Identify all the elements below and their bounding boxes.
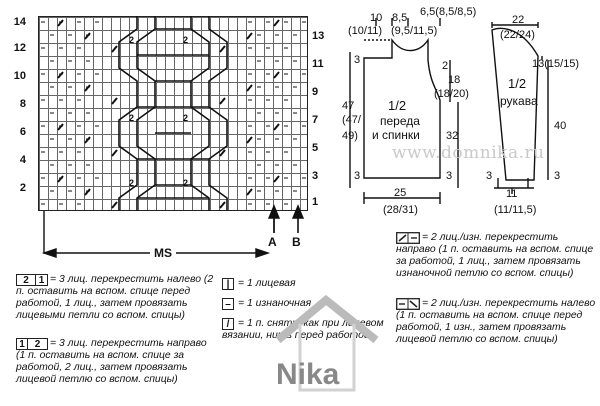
sleeve-length-label: 40: [554, 120, 567, 132]
row-number-4: 4: [19, 154, 26, 166]
purl-symbol: –: [222, 298, 234, 310]
knit-text: = 1 лицевая: [238, 278, 296, 289]
shoulder-width-alt-label: (9,5/11,5): [391, 25, 438, 37]
cable-mark: 2: [183, 35, 189, 45]
hem-right-label: 3: [446, 170, 453, 182]
row-number-12: 12: [13, 42, 26, 54]
sleeve-bottom-width-label: 11: [506, 188, 518, 200]
cross-right-2-symbol: [396, 232, 420, 244]
cable-mark: 2: [183, 178, 189, 188]
shoulder-width-label: 8,5: [392, 12, 408, 24]
knit-symbol: |: [222, 278, 234, 290]
sleeve-outline: [491, 22, 549, 194]
cross-left-3-cell-b: 1: [36, 274, 48, 286]
row-number-1: 1: [312, 196, 319, 208]
row-number-8: 8: [19, 98, 26, 110]
armhole-label: 18: [448, 74, 461, 86]
row-number-13: 13: [312, 30, 325, 42]
cable-mark: 2: [183, 113, 189, 123]
sleeve-top-width-alt-label: (22/24): [500, 29, 535, 41]
legend-knit: | = 1 лицевая: [222, 278, 392, 292]
neck-width-label: 10: [370, 12, 383, 24]
sleeve-top-width-label: 22: [512, 14, 525, 26]
shoulder-right-label: 6,5(8,5/8,5): [420, 6, 477, 18]
legend-slip: / = 1 п. снять, как при лицевом вязании,…: [222, 318, 394, 348]
cable-mark: 2: [129, 113, 135, 123]
cable-mark: 2: [129, 35, 135, 45]
hem-left-label: 3: [354, 170, 361, 182]
shoulder-drop-label: 2: [442, 60, 449, 72]
neck-width-alt-label: (10/11): [348, 25, 383, 37]
front-back-outline: [349, 18, 459, 204]
front-back-schematic: 10 8,5 6,5(8,5/8,5) (10/11) (9,5/11,5) 3…: [340, 0, 476, 230]
stitch-grid: [38, 16, 308, 211]
front-back-title-3: и спинки: [372, 128, 420, 142]
cable-mark: 2: [129, 178, 135, 188]
row-number-10: 10: [13, 70, 26, 82]
nika-logo-house-icon: [275, 294, 379, 392]
repeat-bracket: [41, 204, 305, 258]
row-number-9: 9: [312, 86, 319, 98]
row-number-7: 7: [312, 114, 319, 126]
sleeve-cuff-right-label: 3: [554, 170, 561, 182]
sleeve-bottom-width-alt-label: (11/11,5): [494, 204, 537, 216]
marker-a: A: [268, 235, 277, 249]
front-back-title-1: 1/2: [388, 98, 407, 113]
length-alt-label-2: 49): [342, 130, 358, 142]
row-number-11: 11: [312, 58, 324, 70]
cross-left-3-symbol: 2 1: [16, 274, 48, 286]
length-label: 47: [342, 100, 355, 112]
sleeve-cap-label: 13(15/15): [532, 58, 580, 70]
knitting-chart: 14 12 10 8 6 4 2 2: [0, 0, 340, 270]
cross-left-2-text: = 2 лиц./изн. перекрестить налево (1 п. …: [396, 298, 596, 345]
cross-left-3-text: = 3 лиц. перекрестить налево (2 п. остав…: [16, 274, 214, 321]
row-number-14: 14: [13, 16, 26, 28]
neck-depth-label: 3: [354, 54, 361, 66]
cross-right-3-text: = 3 лиц. перекрестить направо (1 п. оста…: [16, 338, 207, 385]
marker-b: B: [292, 235, 301, 249]
side-length-label: 32: [446, 130, 459, 142]
front-back-title-2: переда: [380, 114, 420, 128]
body-width-label: 25: [394, 187, 407, 199]
purl-text: = 1 изнаночная: [238, 298, 312, 309]
cross-left-3-cell-a: 2: [16, 274, 36, 286]
cross-right-3-symbol: 1 2: [16, 338, 48, 350]
row-number-6: 6: [19, 126, 26, 138]
row-number-3: 3: [312, 170, 319, 182]
chart-symbols: [41, 16, 306, 211]
cross-left-2-symbol: [396, 298, 420, 310]
sleeve-schematic: 22 (22/24) 13(15/15) 40 3 3 11 (11/11,5)…: [478, 0, 600, 230]
body-width-alt-label: (28/31): [383, 204, 418, 216]
cross-right-2-text: = 2 лиц./изн. перекрестить направо (1 п.…: [396, 232, 594, 279]
cross-right-3-cell-b: 2: [28, 338, 48, 350]
sleeve-cuff-left-label: 3: [486, 170, 493, 182]
row-number-5: 5: [312, 142, 319, 154]
row-number-2: 2: [19, 182, 26, 194]
repeat-label: MS: [150, 246, 176, 260]
slip-text: = 1 п. снять, как при лицевом вязании, н…: [222, 318, 384, 341]
legend-purl: – = 1 изнаночная: [222, 298, 392, 312]
slip-symbol: /: [222, 318, 234, 330]
sleeve-title-2: рукава: [500, 94, 538, 108]
brand-logo-text: Nika: [276, 358, 340, 391]
length-alt-label: (47/: [342, 114, 361, 126]
sleeve-title-1: 1/2: [508, 76, 527, 91]
site-watermark: www.domnika.ru: [392, 143, 545, 163]
cross-right-3-cell-a: 1: [16, 338, 28, 350]
armhole-alt-label: (18/20): [434, 88, 469, 100]
